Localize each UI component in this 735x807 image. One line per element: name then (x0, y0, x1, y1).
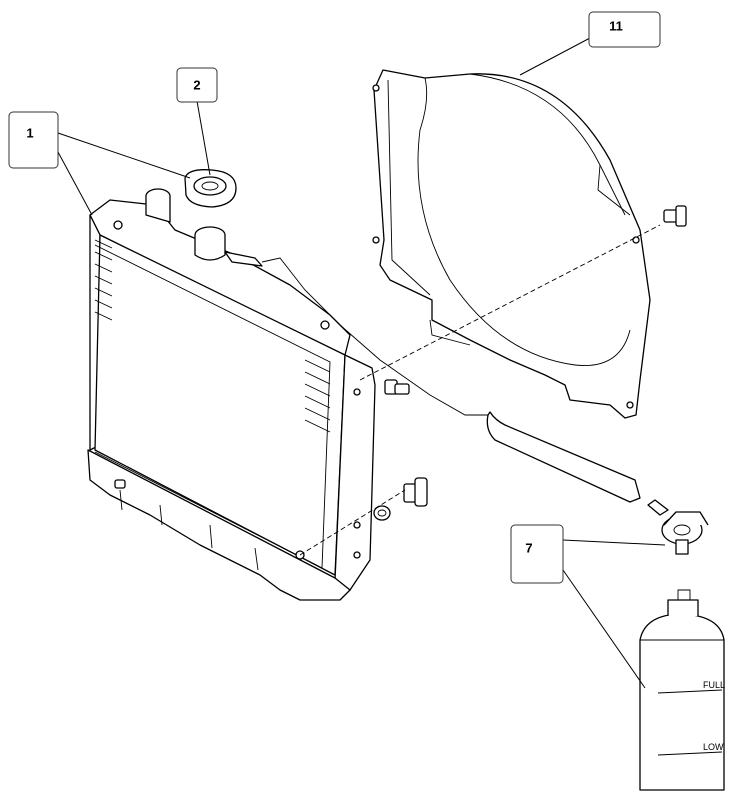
reservoir-full-mark: FULL (703, 680, 725, 690)
radiator (87, 188, 376, 601)
callout-2: 2 (176, 67, 218, 103)
shroud-bolt (663, 205, 687, 227)
leader-1b (57, 151, 93, 216)
callout-11: 11 (588, 11, 661, 48)
leader-2 (196, 100, 211, 176)
radiator-bolt (384, 379, 410, 395)
callout-7: 7 (510, 524, 564, 584)
reservoir-connector (661, 511, 709, 555)
leader-1a (57, 132, 191, 179)
leader-7a (562, 539, 666, 546)
assembly-line-drain (299, 489, 406, 556)
callout-2-label: 2 (193, 77, 200, 92)
leader-11 (519, 37, 591, 76)
assembly-line-bolt (359, 224, 661, 381)
overflow-hose (261, 257, 669, 516)
radiator-cap (184, 169, 237, 208)
coolant-reservoir: FULL LOW (639, 589, 725, 791)
callout-1-label: 1 (26, 125, 33, 140)
reservoir-low-mark: LOW (703, 742, 724, 752)
callout-1: 1 (8, 111, 59, 169)
fan-shroud (372, 69, 651, 419)
leader-7b (562, 569, 646, 689)
drain-plug (373, 477, 428, 521)
callout-11-label: 11 (609, 18, 623, 33)
callout-7-label: 7 (525, 540, 532, 555)
